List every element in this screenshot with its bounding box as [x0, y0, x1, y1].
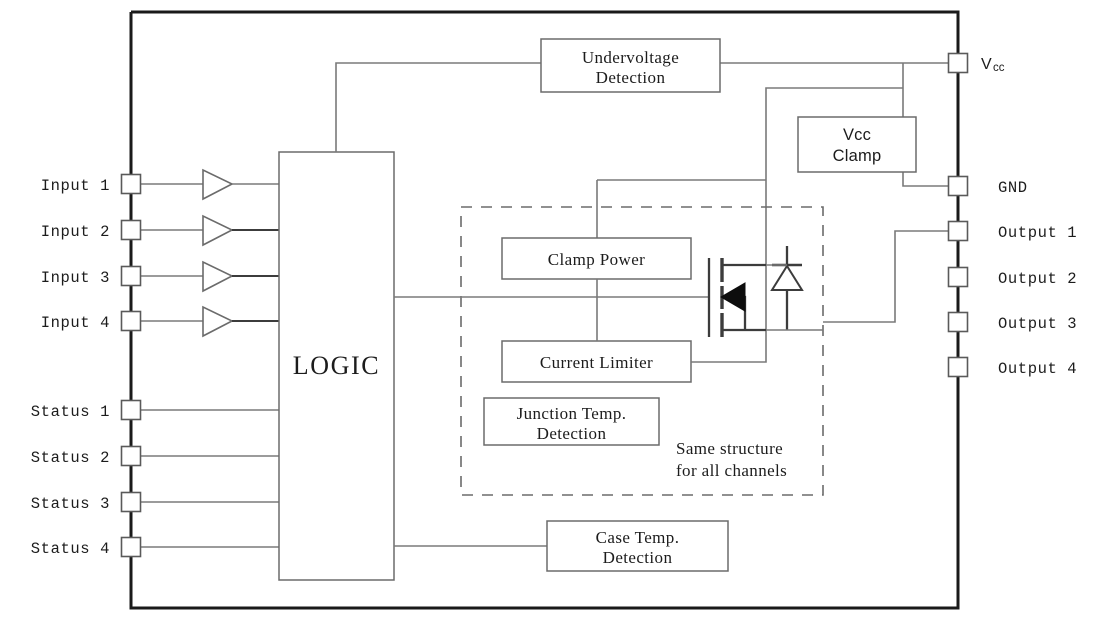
device-package-outline [129, 10, 960, 610]
left-pin-wires [141, 183, 279, 548]
pin-output-4[interactable]: Output 4 [947, 356, 1078, 379]
vcc-clamp-wiring [765, 63, 948, 187]
pin-label-status-2: Status 2 [31, 449, 110, 467]
input-buffer-2 [202, 214, 279, 247]
pin-label-status-3: Status 3 [31, 495, 110, 513]
pin-output-3[interactable]: Output 3 [947, 311, 1078, 334]
output-node-rails [766, 264, 823, 331]
output-1-wire [823, 230, 948, 323]
pin-input-4[interactable]: Input 4 [41, 310, 142, 333]
input-buffer-1 [202, 168, 279, 201]
flyback-diode [770, 246, 804, 330]
pin-label-input-2: Input 2 [41, 223, 110, 241]
case-temp-detection-block: Case Temp. Detection [546, 520, 729, 572]
pin-status-1[interactable]: Status 1 [31, 399, 142, 422]
undervoltage-detection-wiring [335, 62, 948, 152]
vcc-clamp-line1: Vcc [843, 126, 871, 144]
power-mosfet [707, 258, 766, 337]
pin-vcc[interactable]: V cc [947, 52, 1005, 75]
same-structure-note-line2: for all channels [676, 461, 787, 480]
pin-label-input-3: Input 3 [41, 269, 110, 287]
current-limiter-block: Current Limiter [501, 340, 692, 383]
pin-status-3[interactable]: Status 3 [31, 491, 142, 514]
case-temp-detection-line1: Case Temp. [596, 528, 680, 547]
pin-label-output-4: Output 4 [998, 360, 1077, 378]
pin-label-vcc-main: V [981, 56, 992, 73]
pin-input-3[interactable]: Input 3 [41, 265, 142, 288]
right-pin-group: V cc GND Output 1 Output 2 Output 3 Outp… [947, 52, 1078, 379]
vcc-clamp-block: Vcc Clamp [797, 116, 917, 173]
undervoltage-detection-line2: Detection [596, 68, 666, 87]
pin-label-input-1: Input 1 [41, 177, 110, 195]
pin-label-output-3: Output 3 [998, 315, 1077, 333]
pin-gnd[interactable]: GND [947, 175, 1028, 198]
left-pin-group: Input 1 Input 2 Input 3 Input 4 Status 1… [31, 173, 142, 559]
pin-label-output-2: Output 2 [998, 270, 1077, 288]
pin-label-vcc-sub: cc [993, 62, 1005, 74]
logic-block-label: LOGIC [293, 351, 380, 380]
clamp-power-label: Clamp Power [548, 250, 645, 269]
pin-input-1[interactable]: Input 1 [41, 173, 142, 196]
undervoltage-detection-block: Undervoltage Detection [540, 38, 721, 93]
pin-output-2[interactable]: Output 2 [947, 266, 1078, 289]
pin-status-2[interactable]: Status 2 [31, 445, 142, 468]
pin-status-4[interactable]: Status 4 [31, 536, 142, 559]
current-sense-wire [691, 288, 767, 363]
pin-label-status-1: Status 1 [31, 403, 110, 421]
pin-output-1[interactable]: Output 1 [947, 220, 1078, 243]
same-structure-note-line1: Same structure [676, 439, 783, 458]
junction-temp-detection-line1: Junction Temp. [517, 404, 627, 423]
junction-temp-detection-block: Junction Temp. Detection [483, 397, 660, 446]
undervoltage-detection-line1: Undervoltage [582, 48, 679, 67]
logic-block: LOGIC [278, 151, 395, 581]
vcc-clamp-line2: Clamp [833, 147, 882, 165]
same-structure-region: Same structure for all channels [460, 206, 824, 496]
junction-temp-detection-line2: Detection [537, 424, 607, 443]
current-limiter-label: Current Limiter [540, 353, 653, 372]
pin-input-2[interactable]: Input 2 [41, 219, 142, 242]
pin-label-input-4: Input 4 [41, 314, 110, 332]
input-buffer-3 [202, 260, 279, 293]
channel-supply-bus [596, 179, 767, 288]
clamp-power-block: Clamp Power [501, 237, 692, 280]
pin-label-gnd: GND [998, 179, 1028, 197]
case-temp-detection-line2: Detection [603, 548, 673, 567]
pin-label-status-4: Status 4 [31, 540, 110, 558]
pin-label-output-1: Output 1 [998, 224, 1077, 242]
input-buffer-4 [202, 305, 279, 338]
